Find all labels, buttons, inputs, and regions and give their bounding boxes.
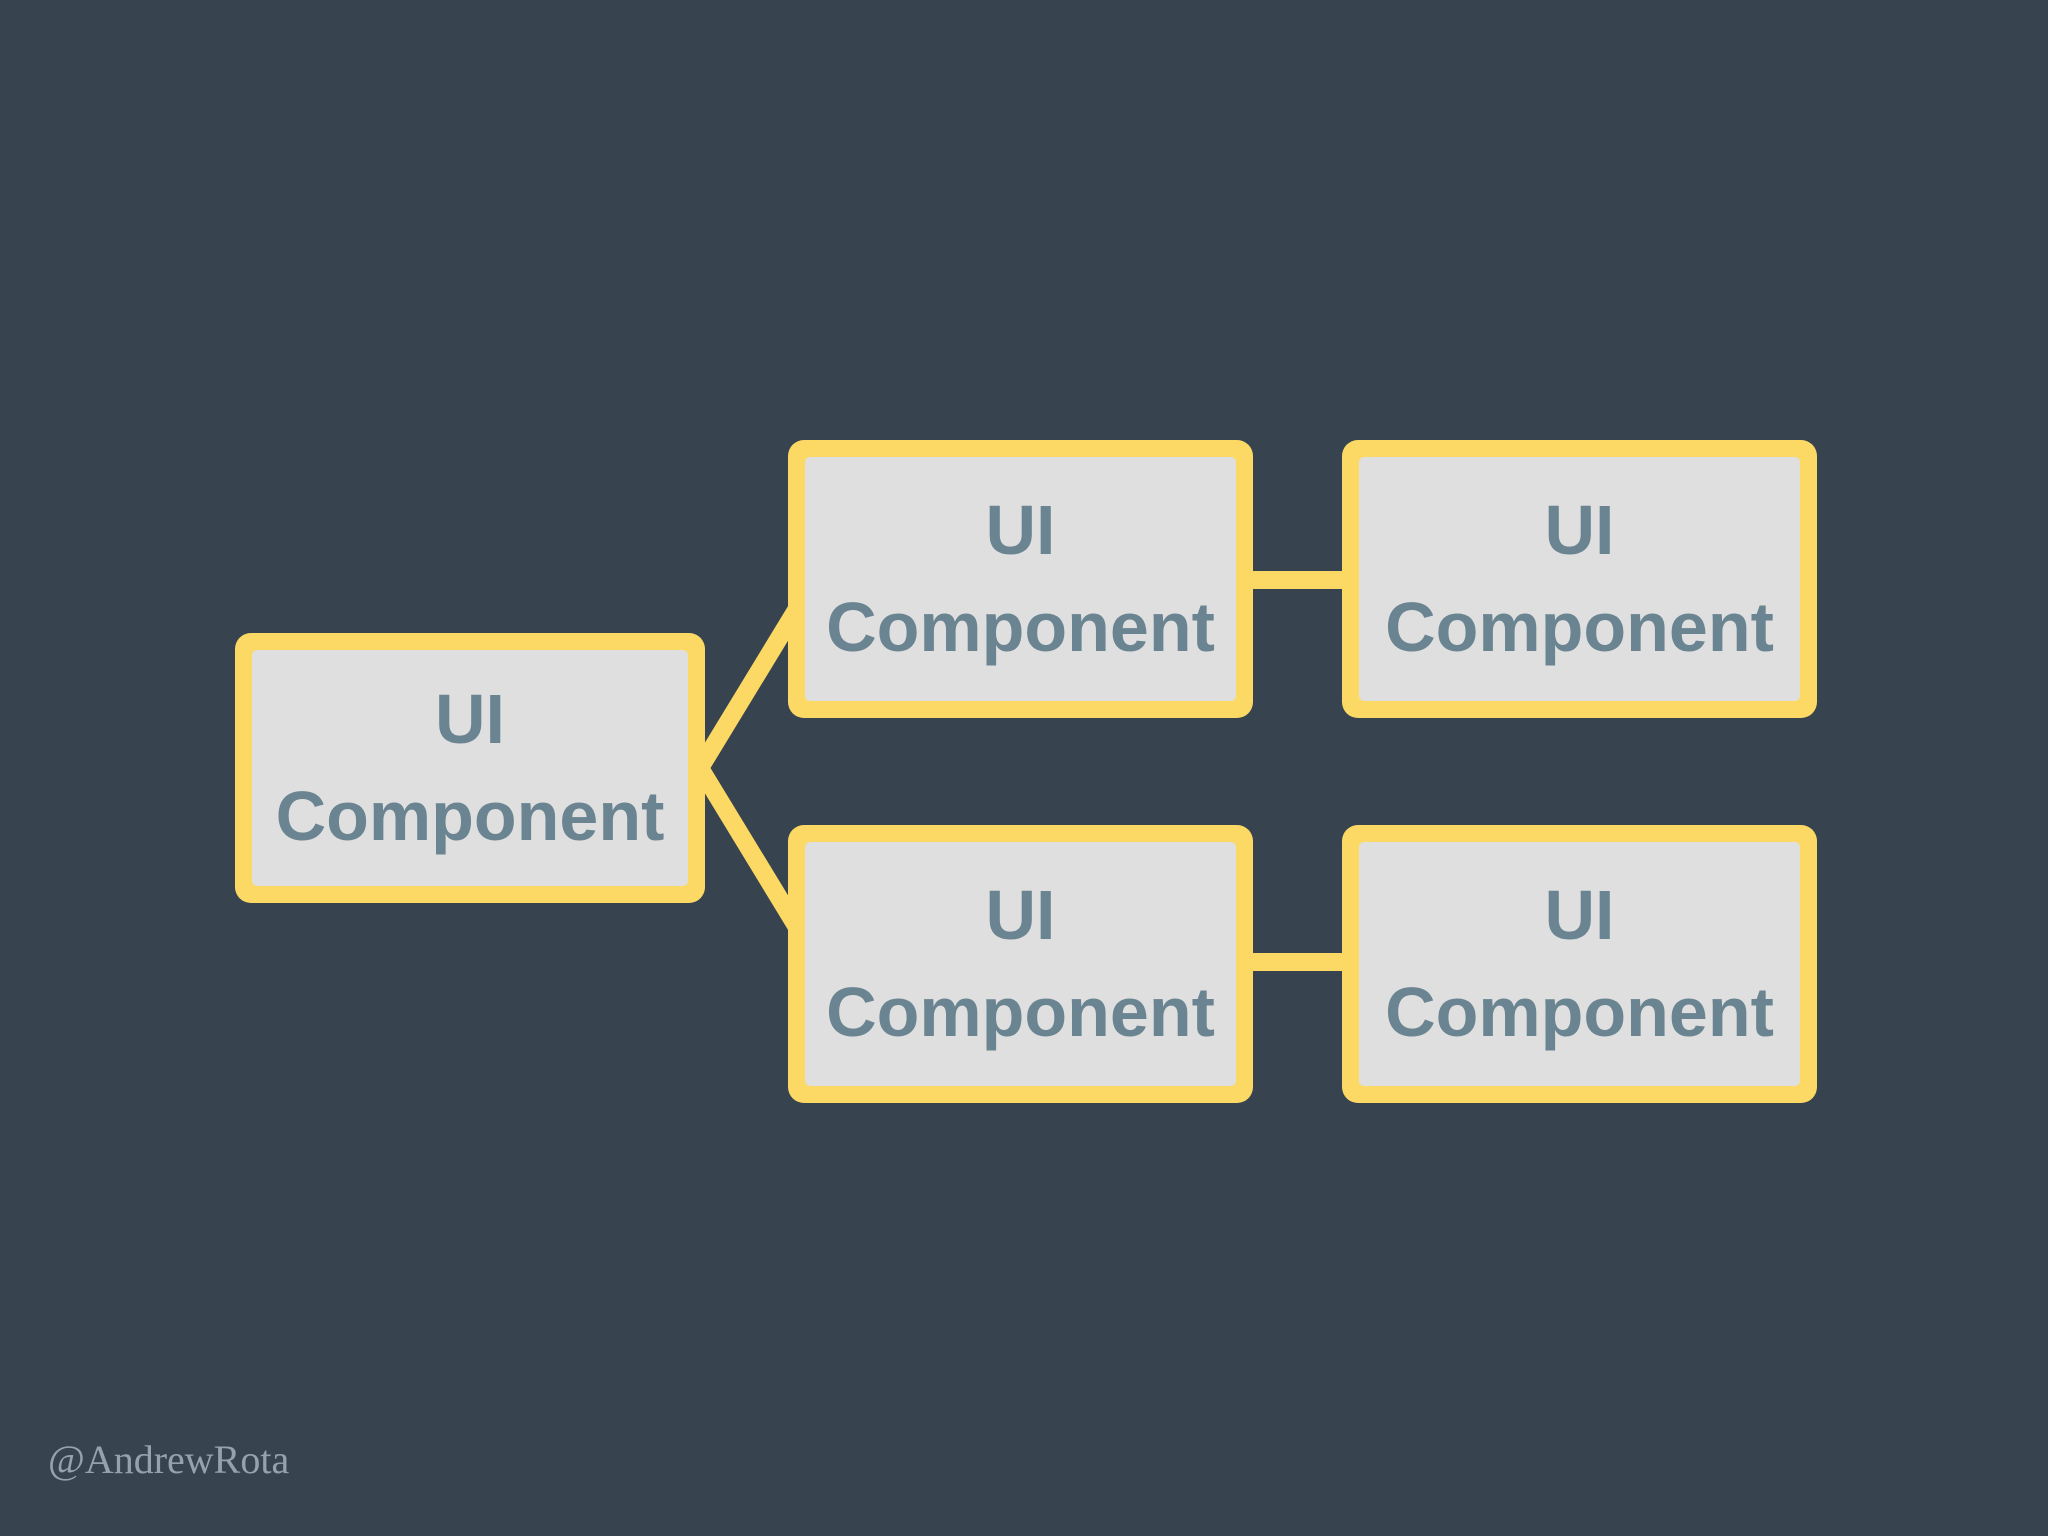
- node-grandchild-bottom-label: UI Component: [1359, 842, 1800, 1086]
- node-child-top: UI Component: [788, 440, 1253, 718]
- node-child-top-label: UI Component: [805, 457, 1236, 701]
- node-grandchild-top-label: UI Component: [1359, 457, 1800, 701]
- node-root: UI Component: [235, 633, 705, 903]
- attribution-handle: @AndrewRota: [48, 1437, 290, 1482]
- node-grandchild-top: UI Component: [1342, 440, 1817, 718]
- node-child-bottom: UI Component: [788, 825, 1253, 1103]
- node-root-label: UI Component: [252, 650, 688, 886]
- node-grandchild-bottom: UI Component: [1342, 825, 1817, 1103]
- node-child-bottom-label: UI Component: [805, 842, 1236, 1086]
